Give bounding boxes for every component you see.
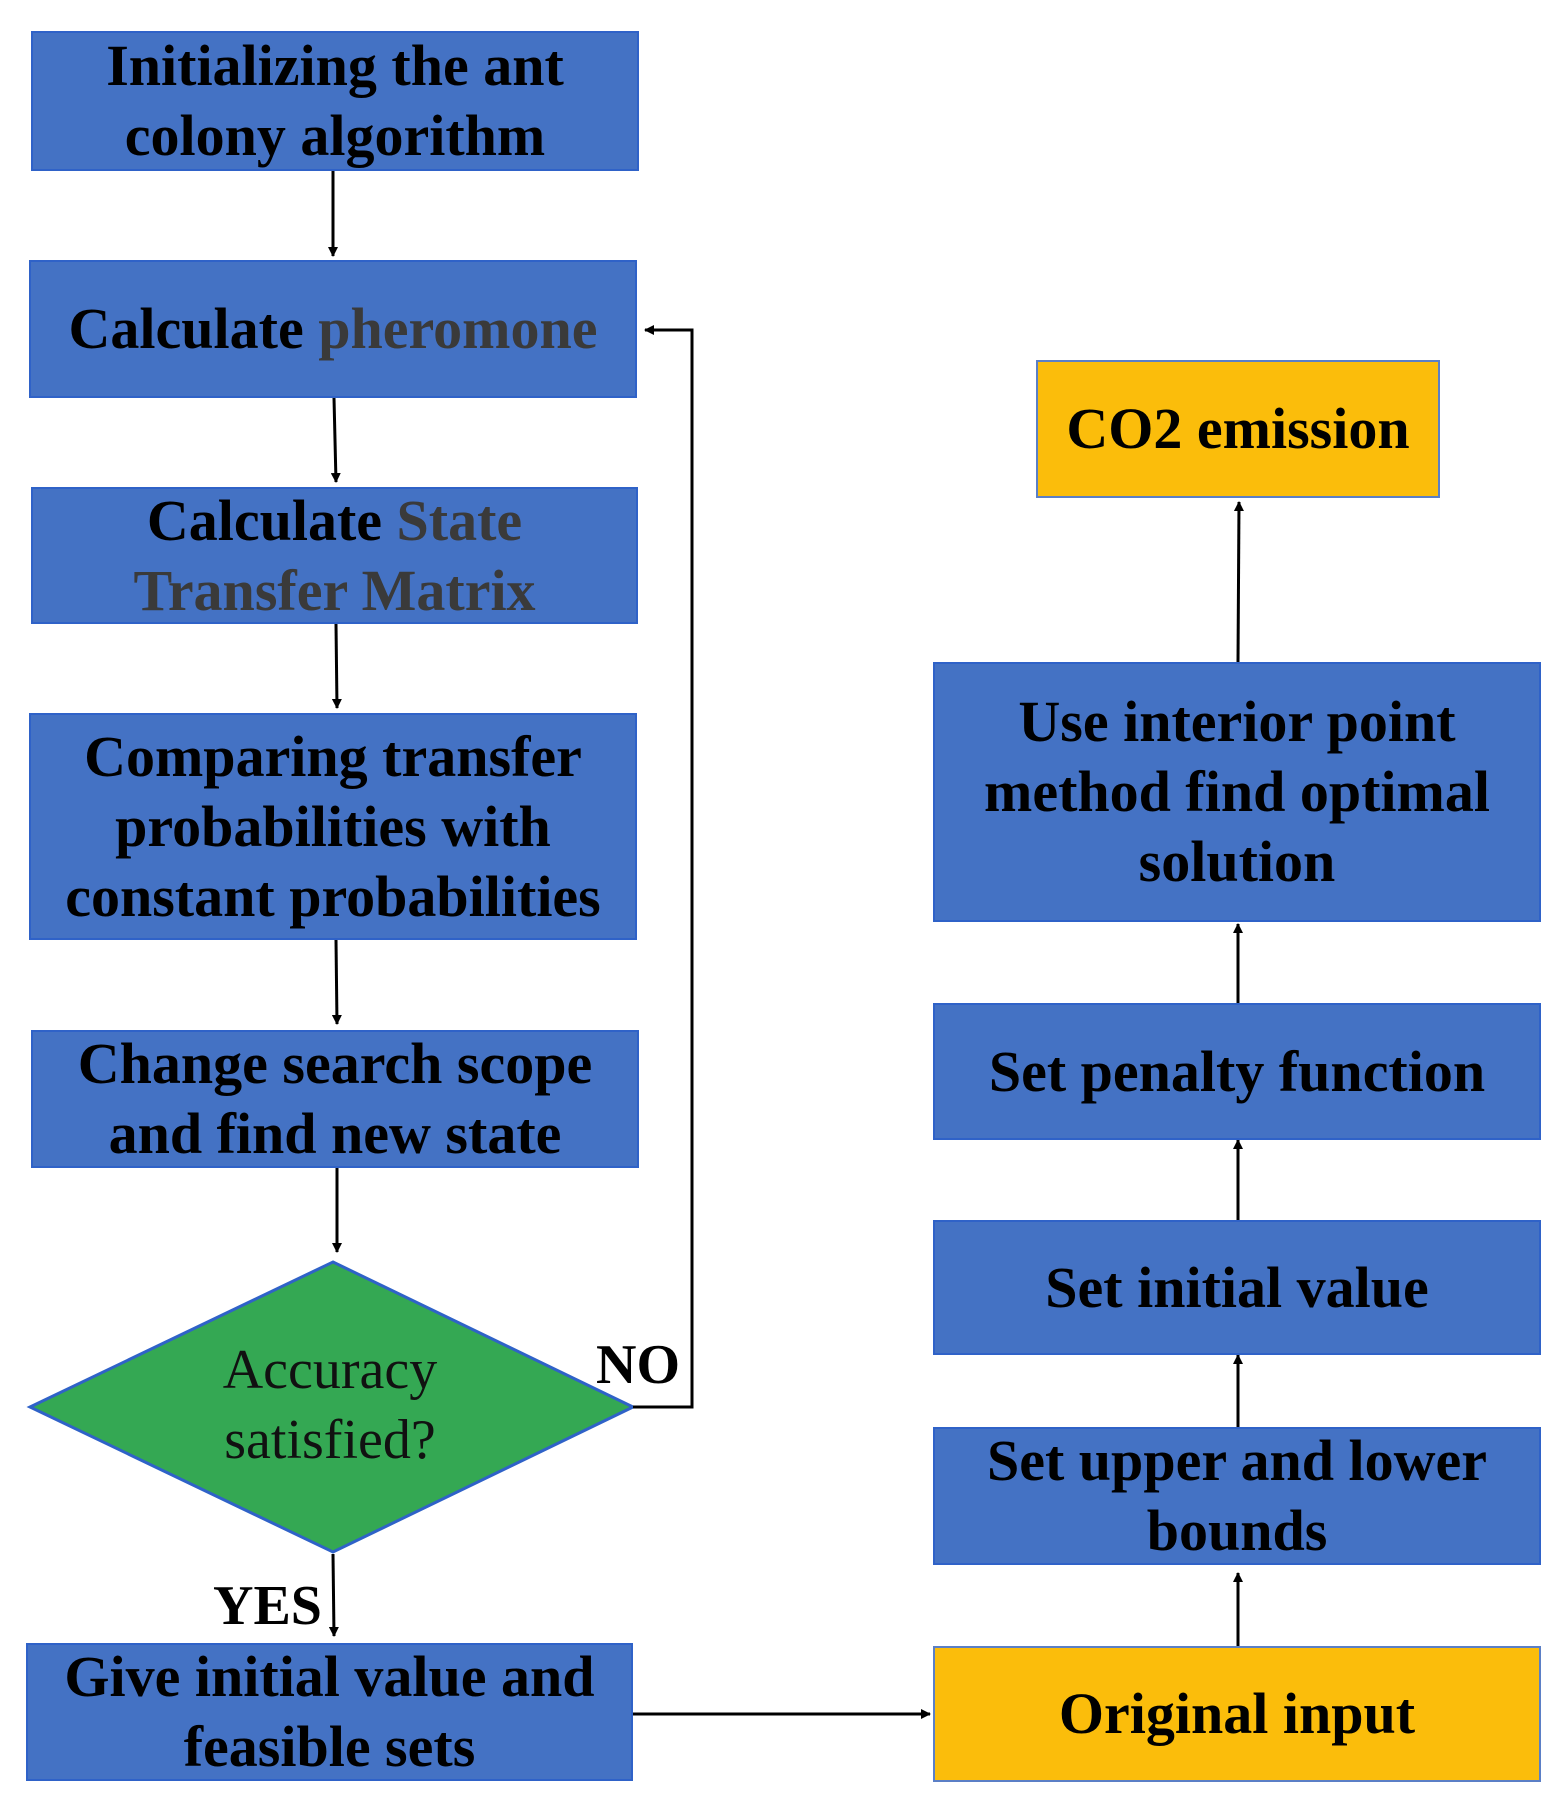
yes-label: YES	[213, 1575, 322, 1637]
interior-line-3: solution	[1138, 829, 1336, 894]
interior-point-box: Use interior point method find optimal s…	[933, 662, 1541, 922]
change-search-scope-box: Change search scope and find new state	[31, 1030, 639, 1168]
state-transfer-box: Calculate State Transfer Matrix	[31, 487, 638, 624]
original-input-box: Original input	[933, 1646, 1541, 1782]
state-prefix: Calculate	[146, 487, 397, 553]
comparing-line-2: probabilities with	[115, 793, 551, 859]
arrow-comparing-to-change	[331, 939, 342, 1025]
penalty-function-box: Set penalty function	[933, 1003, 1541, 1140]
bounds-line-1: Set upper and lower	[986, 1428, 1488, 1493]
state-term-a: State	[396, 487, 523, 553]
decision-diamond	[26, 1260, 637, 1554]
calculate-pheromone-box: Calculate pheromone	[29, 260, 637, 398]
no-label: NO	[596, 1334, 680, 1396]
penalty-label: Set penalty function	[988, 1038, 1486, 1104]
state-term-b: Transfer Matrix	[133, 557, 536, 623]
co2-emission-box: CO2 emission	[1036, 360, 1440, 498]
interior-line-2: method find optimal	[984, 759, 1490, 824]
original-input-label: Original input	[1058, 1681, 1416, 1746]
initial-value-box: Set initial value	[933, 1220, 1541, 1355]
interior-line-1: Use interior point	[1018, 689, 1456, 754]
arrow-decision-no-loop	[633, 325, 694, 1409]
give-line-1: Give initial value and	[64, 1644, 595, 1709]
arrow-pheromone-to-state	[330, 397, 341, 483]
init-line-2: colony algorithm	[124, 103, 546, 168]
comparing-probabilities-box: Comparing transfer probabilities with co…	[29, 713, 637, 940]
arrow-decision-yes	[328, 1553, 339, 1637]
decision-line-1: Accuracy	[222, 1339, 438, 1401]
decision-text: Accuracy satisfied?	[70, 1335, 590, 1475]
change-line-1: Change search scope	[77, 1031, 593, 1096]
pheromone-term: pheromone	[318, 296, 598, 361]
give-line-2: feasible sets	[183, 1714, 476, 1779]
change-line-2: and find new state	[108, 1101, 562, 1166]
pheromone-prefix: Calculate	[68, 296, 319, 361]
comparing-line-3: constant probabilities	[65, 863, 601, 929]
init-ant-colony-box: Initializing the ant colony algorithm	[31, 31, 639, 171]
bounds-line-2: bounds	[1146, 1498, 1328, 1563]
arrow-state-to-comparing	[331, 623, 342, 709]
initial-value-label: Set initial value	[1045, 1254, 1429, 1320]
arrow-interior-to-co2	[1233, 501, 1244, 663]
co2-label: CO2 emission	[1066, 396, 1410, 461]
bounds-box: Set upper and lower bounds	[933, 1427, 1541, 1565]
comparing-line-1: Comparing transfer	[84, 723, 582, 789]
decision-line-2: satisfied?	[224, 1409, 436, 1471]
init-line-1: Initializing the ant	[106, 33, 564, 98]
give-initial-value-box: Give initial value and feasible sets	[26, 1643, 633, 1781]
